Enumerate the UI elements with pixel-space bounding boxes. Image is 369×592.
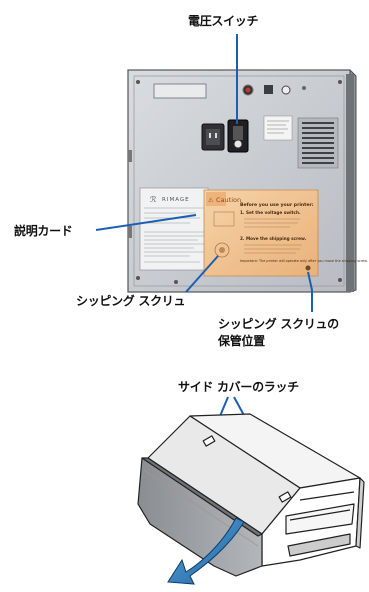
open-direction-arrow-icon [167, 517, 245, 585]
top-slot [153, 83, 207, 99]
usb-port-icon [264, 85, 273, 94]
label-power-switch: 電圧スイッチ [188, 14, 259, 28]
round-connector [281, 85, 291, 95]
label-shipping-screw: シッピング スクリュ [76, 294, 186, 308]
card-caution-title: Caution [216, 196, 241, 204]
latch-right-icon [278, 491, 292, 503]
label-screw-storage-line2: 保管位置 [218, 334, 265, 348]
label-screw-storage-line1: シッピング スクリュの [218, 317, 339, 331]
svg-text:⚠: ⚠ [208, 197, 214, 204]
instruction-card: ⚠ Caution Before you use your printer: 1… [203, 189, 368, 277]
corner-screw-icon [136, 276, 140, 280]
screw-storage-icon [305, 265, 311, 271]
leader-screw-storage [307, 271, 313, 312]
rimage-label-sticker: ℛ RIMAGE [139, 187, 209, 271]
corner-screw-icon [174, 280, 178, 284]
latch-left-icon [202, 435, 216, 447]
printer-back-panel: ℛ RIMAGE ⚠ Caution Befor [127, 69, 368, 293]
shipping-screw-icon [214, 242, 230, 258]
leader-shipping-screw [185, 255, 219, 293]
svg-text:ℛ: ℛ [150, 195, 157, 204]
printer-isometric [137, 413, 365, 577]
card-step1: 1. Set the voltage switch. [240, 210, 301, 215]
label-instruction-card: 説明カード [14, 224, 73, 238]
corner-screw-icon [338, 80, 342, 84]
card-important-note: Important: The printer will operate only… [240, 259, 368, 263]
leader-instruction-card [95, 214, 197, 231]
label-side-cover-latch: サイド カバーのラッチ [178, 380, 299, 394]
card-heading: Before you use your printer: [240, 202, 314, 208]
corner-screw-icon [136, 80, 140, 84]
voltage-switch [227, 119, 249, 153]
info-sticker [263, 115, 293, 141]
vent-grille [297, 117, 339, 169]
label-brand: RIMAGE [162, 197, 190, 203]
card-step2: 2. Move the shipping screw. [240, 236, 307, 241]
power-inlet [201, 123, 225, 151]
corner-screw-icon [338, 278, 342, 282]
